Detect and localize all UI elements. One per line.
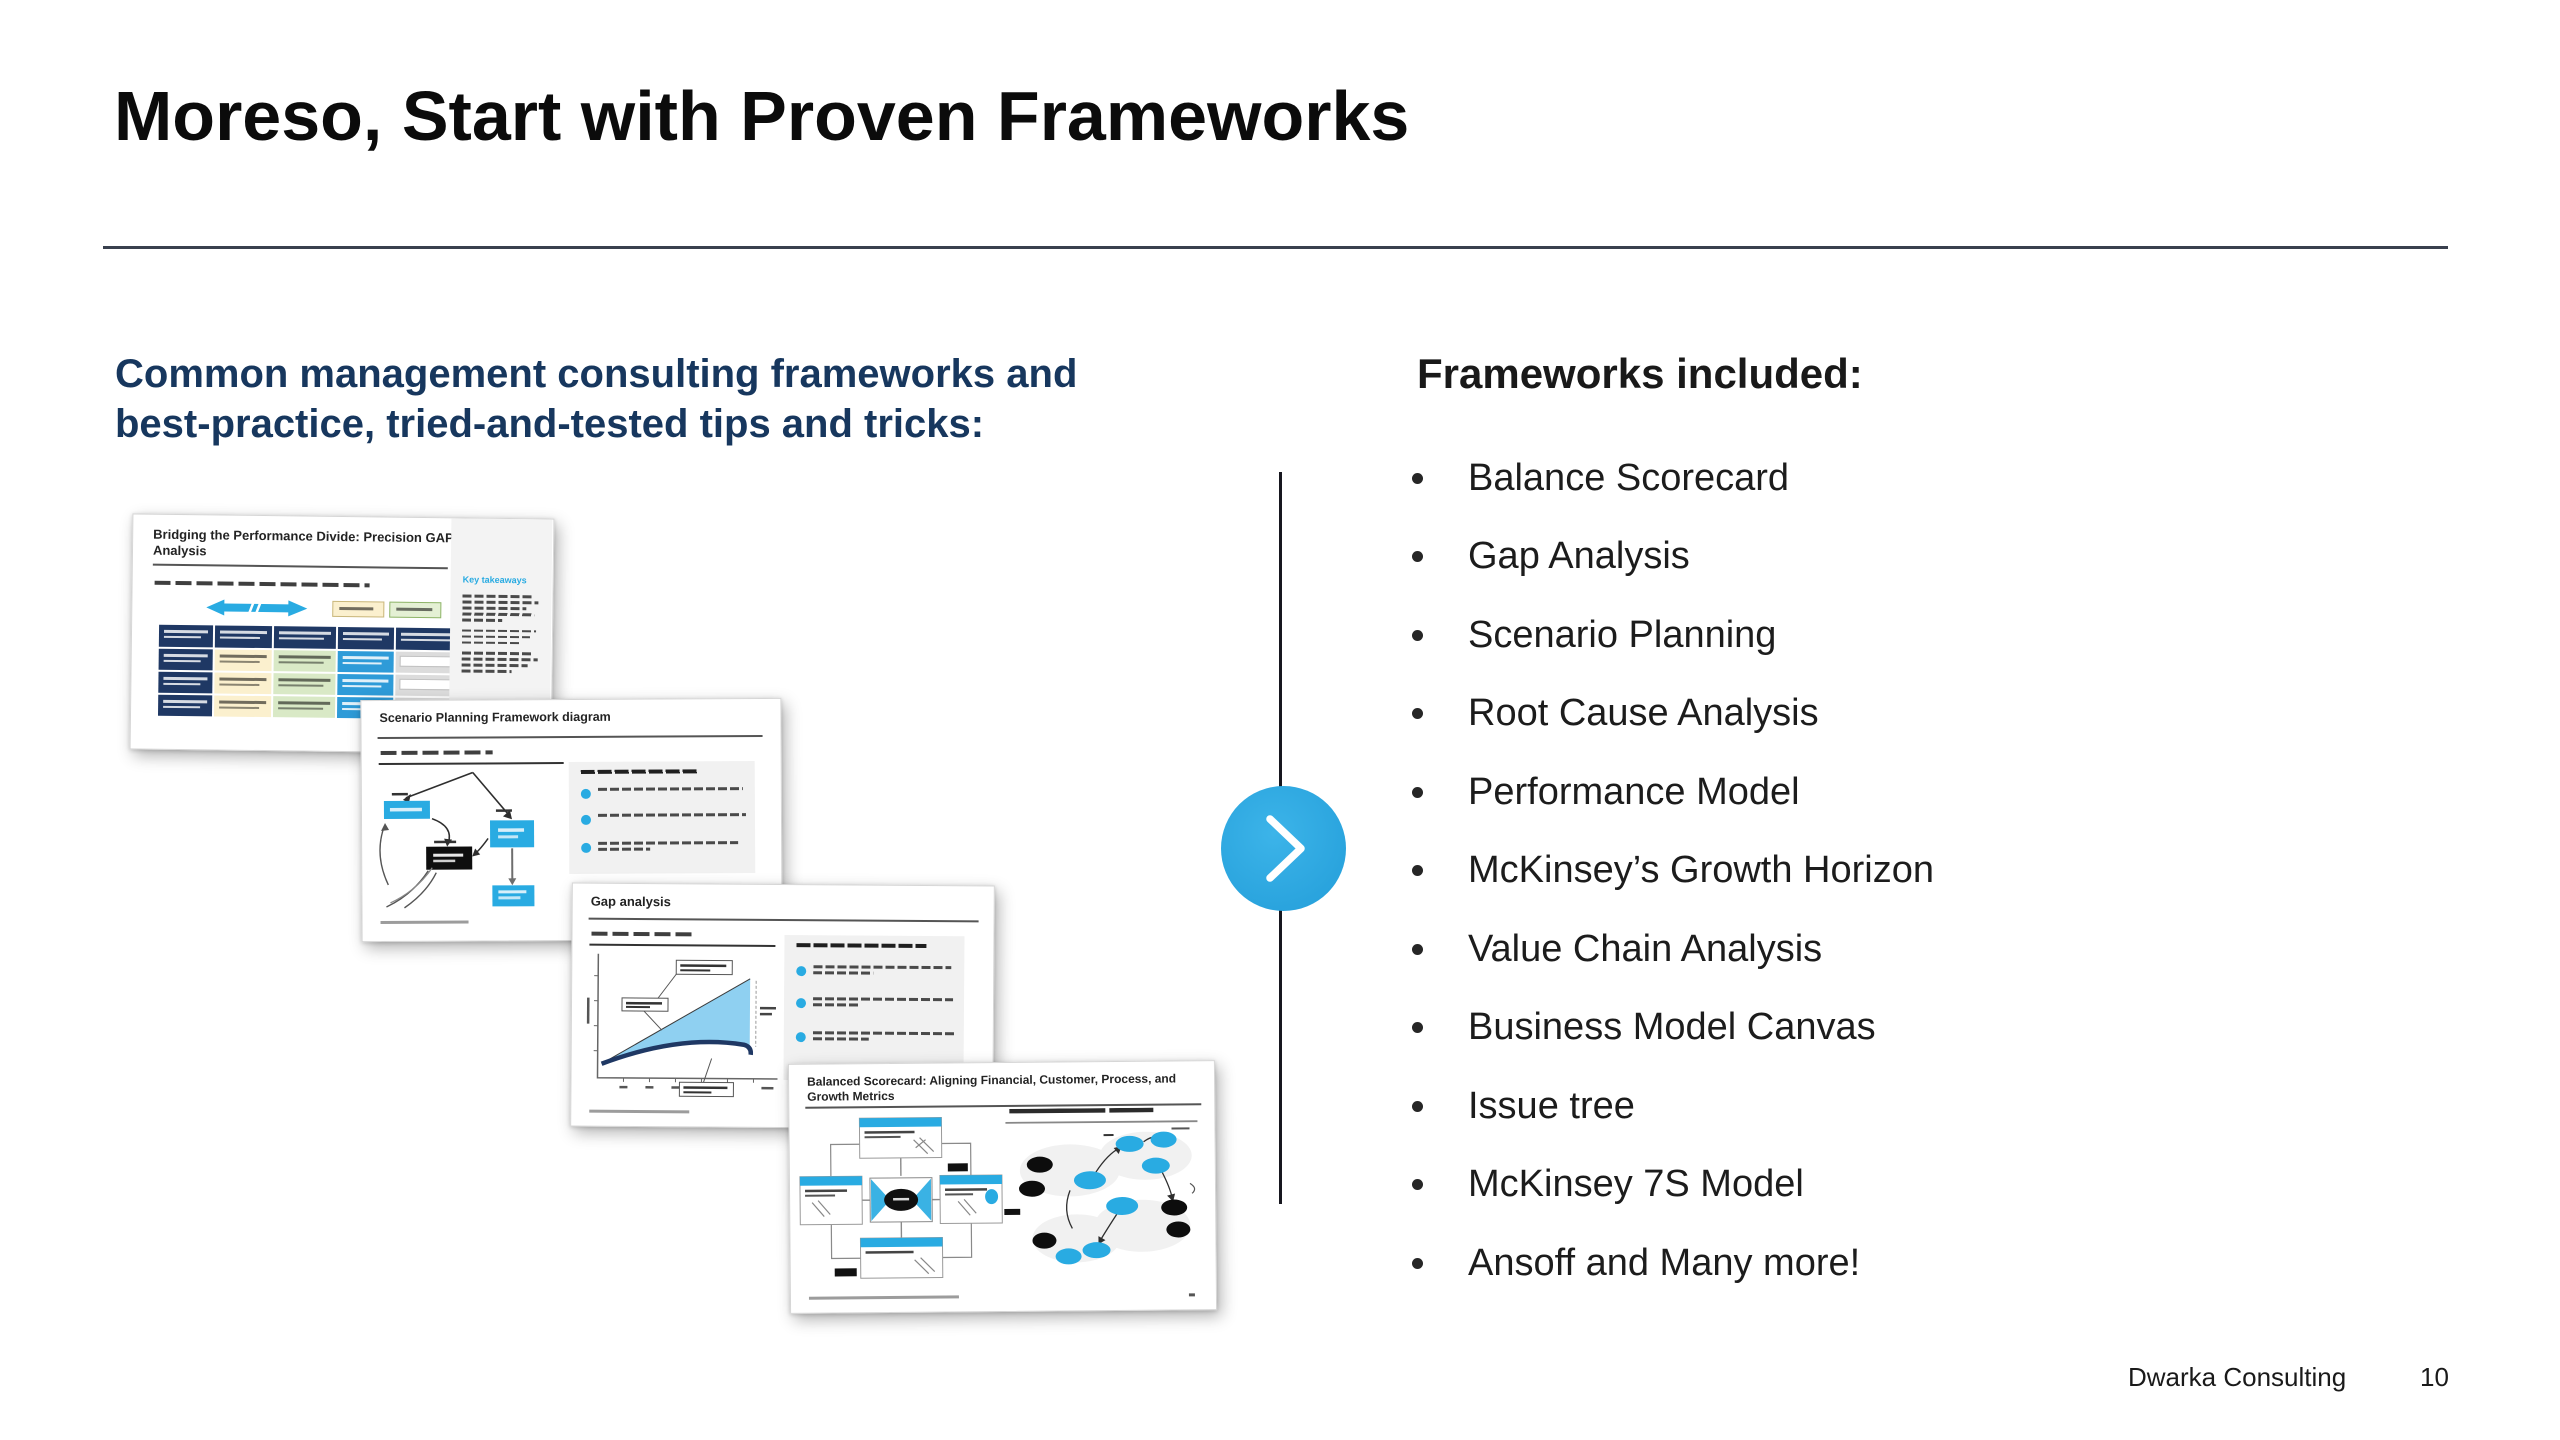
strategy-map-network-diagram — [1004, 1107, 1198, 1265]
bullet-dot — [796, 966, 807, 977]
panel-heading-blurred — [796, 943, 927, 951]
bullet-dot — [1412, 786, 1423, 798]
divider — [589, 943, 776, 947]
divider — [377, 734, 763, 740]
blurred-text-lines — [597, 787, 743, 799]
bullet-dot — [580, 814, 592, 825]
bullet-dot — [795, 998, 807, 1009]
blurred-subtitle-line — [154, 580, 370, 587]
blurred-text-lines — [597, 813, 746, 825]
list-item: McKinsey 7S Model — [1412, 1163, 1934, 1205]
blurred-text-lines — [813, 965, 952, 978]
panel-heading-blurred — [580, 769, 699, 777]
list-item-label: Business Model Canvas — [1468, 1006, 1876, 1048]
sidebar-label: Key takeaways — [462, 574, 527, 586]
frameworks-list: Balance Scorecard Gap Analysis Scenario … — [1412, 456, 1935, 1284]
thumbnail-title: Gap analysis — [590, 893, 671, 910]
divider — [378, 762, 564, 766]
panel-bullet — [581, 841, 739, 854]
list-item-label: Scenario Planning — [1468, 613, 1777, 656]
list-item: Performance Model — [1412, 770, 1934, 813]
divider — [152, 563, 448, 570]
bullet-dot — [1412, 1022, 1423, 1033]
thumbnail-footer-bar — [808, 1295, 959, 1300]
bullet-dot — [1412, 472, 1423, 484]
thumbnail-gap-precision-slide: Bridging the Performance Divide: Precisi… — [129, 513, 555, 755]
bullet-dot — [1412, 865, 1423, 876]
footer-page-number: 10 — [2420, 1362, 2449, 1392]
list-item-label: McKinsey 7S Model — [1468, 1163, 1804, 1205]
list-item-label: Value Chain Analysis — [1468, 927, 1823, 970]
list-item: Gap Analysis — [1412, 535, 1934, 577]
thumbnail-footer-bar — [380, 920, 469, 925]
next-arrow-button[interactable] — [1221, 786, 1346, 911]
thumbnail-title: Bridging the Performance Divide: Precisi… — [152, 526, 454, 559]
bullet-dot — [1412, 1100, 1423, 1112]
title-divider — [103, 246, 2448, 249]
page-title: Moreso, Start with Proven Frameworks — [114, 77, 1410, 155]
blurred-subtitle-line — [591, 931, 697, 936]
list-item-label: Root Cause Analysis — [1468, 692, 1819, 734]
bullet-dot — [1412, 708, 1423, 719]
panel-bullet — [580, 787, 743, 799]
bullet-dot — [1412, 629, 1423, 641]
bullet-dot — [795, 1032, 806, 1043]
list-item: Scenario Planning — [1412, 613, 1934, 656]
thumbnail-title: Balanced Scorecard: Aligning Financial, … — [807, 1071, 1177, 1104]
frameworks-heading: Frameworks included: — [1417, 350, 1863, 397]
list-item: Root Cause Analysis — [1412, 692, 1934, 734]
panel-bullet — [580, 813, 746, 825]
list-item-label: Issue tree — [1468, 1084, 1635, 1127]
blurred-text-lines — [598, 841, 739, 854]
bullet-dot — [581, 842, 592, 853]
panel-bullet — [796, 965, 952, 978]
bullet-dot — [1412, 551, 1423, 562]
thumbnail-title: Scenario Planning Framework diagram — [379, 709, 611, 726]
list-item: Balance Scorecard — [1412, 456, 1934, 499]
intro-line-2: best-practice, tried-and-tested tips and… — [115, 402, 985, 446]
intro-heading: Common management consulting frameworks … — [115, 349, 1077, 449]
list-item: Issue tree — [1412, 1084, 1934, 1127]
list-item-label: Performance Model — [1468, 770, 1800, 813]
blurred-text-lines — [813, 997, 954, 1010]
thumbnail-scenario-planning-slide: Scenario Planning Framework diagram — [360, 697, 783, 943]
double-arrow-icon — [206, 599, 308, 617]
bullet-dot — [580, 788, 591, 799]
blurred-subtitle-line — [380, 750, 493, 755]
list-item-label: Ansoff and Many more! — [1468, 1241, 1861, 1284]
bullet-dot — [1412, 1257, 1423, 1269]
list-item-label: Gap Analysis — [1468, 535, 1690, 577]
thumbnail-page-number-mark — [1188, 1293, 1195, 1297]
blurred-text-lines — [461, 594, 541, 676]
list-item: McKinsey’s Growth Horizon — [1412, 849, 1935, 891]
thumbnail-balanced-scorecard-slide: Balanced Scorecard: Aligning Financial, … — [787, 1060, 1218, 1314]
connector-oval — [985, 1189, 999, 1205]
key-points-panel — [783, 935, 965, 1082]
scenario-cycle-diagram — [379, 771, 535, 909]
list-item: Ansoff and Many more! — [1412, 1241, 1934, 1284]
key-points-panel — [568, 761, 756, 875]
panel-bullet — [795, 997, 954, 1010]
current-state-chip — [332, 600, 385, 618]
intro-line-1: Common management consulting frameworks … — [115, 352, 1078, 396]
gap-wedge-chart — [586, 953, 778, 1098]
chevron-right-icon — [1266, 815, 1305, 882]
balanced-scorecard-diagram — [799, 1117, 1003, 1279]
bullet-dot — [1412, 1179, 1423, 1190]
blurred-text-lines — [812, 1031, 955, 1044]
bullet-dot — [1412, 943, 1423, 955]
list-item-label: McKinsey’s Growth Horizon — [1468, 849, 1935, 891]
thumbnail-gap-analysis-slide: Gap analysis — [570, 882, 995, 1130]
list-item-label: Balance Scorecard — [1468, 456, 1790, 499]
panel-bullet — [795, 1031, 955, 1044]
thumbnail-footer-bar — [589, 1109, 690, 1114]
divider — [588, 917, 979, 923]
list-item: Business Model Canvas — [1412, 1006, 1934, 1048]
future-state-chip — [389, 601, 442, 619]
footer-company: Dwarka Consulting — [2128, 1362, 2347, 1392]
list-item: Value Chain Analysis — [1412, 927, 1934, 970]
